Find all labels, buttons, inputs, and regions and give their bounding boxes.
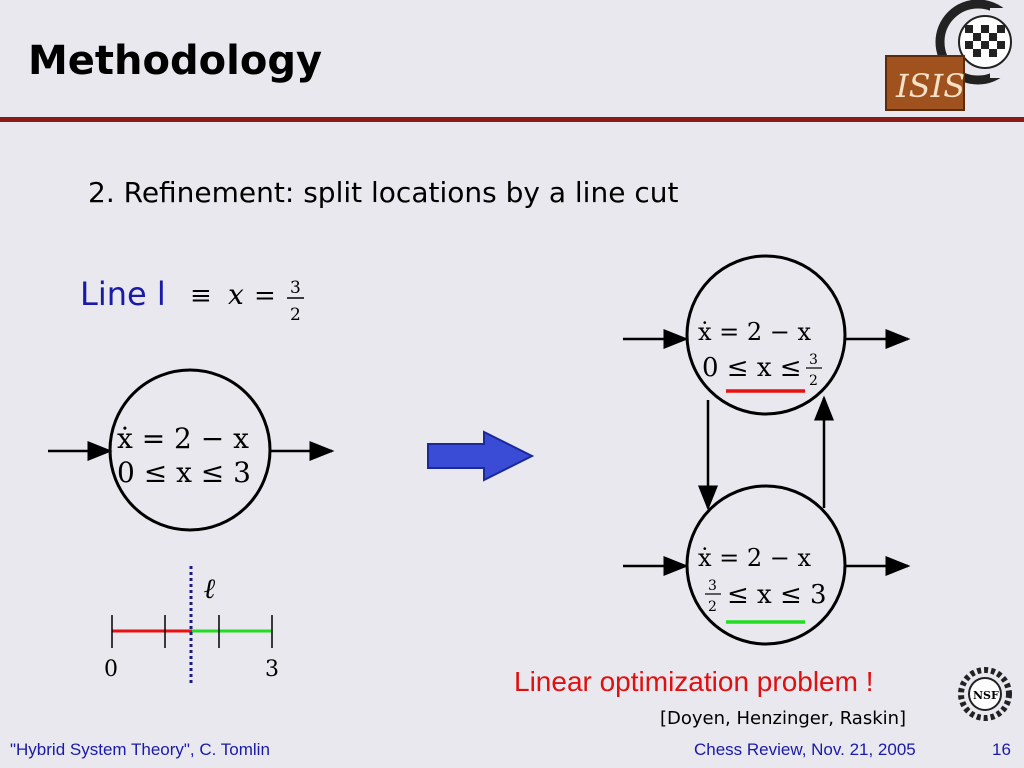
nsf-logo: NSF — [958, 667, 1012, 721]
line-definition: Line l — [80, 275, 166, 313]
line-label-text: Line l — [80, 275, 166, 313]
top-state: ẋ = 2 − x 0 ≤ x ≤ 3 2 — [623, 254, 911, 416]
left-state-invariant: 0 ≤ x ≤ 3 — [117, 456, 251, 489]
bottom-state-invariant: ≤ x ≤ 3 — [727, 580, 827, 610]
isis-logo-text: ISIS — [895, 67, 965, 105]
svg-text:=: = — [254, 281, 276, 311]
linear-optimization-note: Linear optimization problem ! — [514, 666, 874, 697]
line-math: ≡ x = 3 2 — [190, 278, 304, 325]
top-frac-num: 3 — [809, 352, 818, 368]
chess-logo: ISIS — [885, 0, 1024, 111]
line-frac-den: 2 — [290, 305, 301, 325]
top-frac-den: 2 — [809, 373, 818, 389]
page-number: 16 — [992, 740, 1011, 759]
slide-subtitle: 2. Refinement: split locations by a line… — [88, 176, 679, 209]
left-state: ẋ = 2 − x 0 ≤ x ≤ 3 — [48, 368, 335, 532]
tick-label-0: 0 — [104, 657, 118, 682]
refinement-arrow — [427, 430, 535, 482]
tick-label-3: 3 — [265, 657, 279, 682]
nsf-logo-text: NSF — [973, 689, 999, 702]
left-state-flow: ẋ = 2 − x — [117, 422, 249, 455]
title-divider — [0, 117, 1024, 122]
state-transitions — [698, 395, 834, 511]
bottom-state: ẋ = 2 − x 3 2 ≤ x ≤ 3 — [623, 484, 911, 646]
bottom-state-flow: ẋ = 2 − x — [698, 544, 812, 572]
top-state-flow: ẋ = 2 − x — [698, 318, 812, 346]
number-line: ℓ 0 3 — [104, 566, 279, 686]
svg-text:≡: ≡ — [190, 281, 212, 311]
bottom-frac-den: 2 — [708, 599, 717, 615]
footer-event: Chess Review, Nov. 21, 2005 — [694, 740, 916, 759]
line-frac-num: 3 — [290, 278, 301, 298]
bottom-frac-num: 3 — [708, 578, 717, 594]
footer-course: "Hybrid System Theory", C. Tomlin — [10, 740, 270, 759]
top-state-invariant: 0 ≤ x ≤ — [702, 353, 802, 383]
citation: [Doyen, Henzinger, Raskin] — [660, 708, 907, 729]
svg-text:x: x — [228, 278, 244, 311]
cut-label: ℓ — [203, 572, 216, 605]
page-title: Methodology — [28, 38, 323, 84]
